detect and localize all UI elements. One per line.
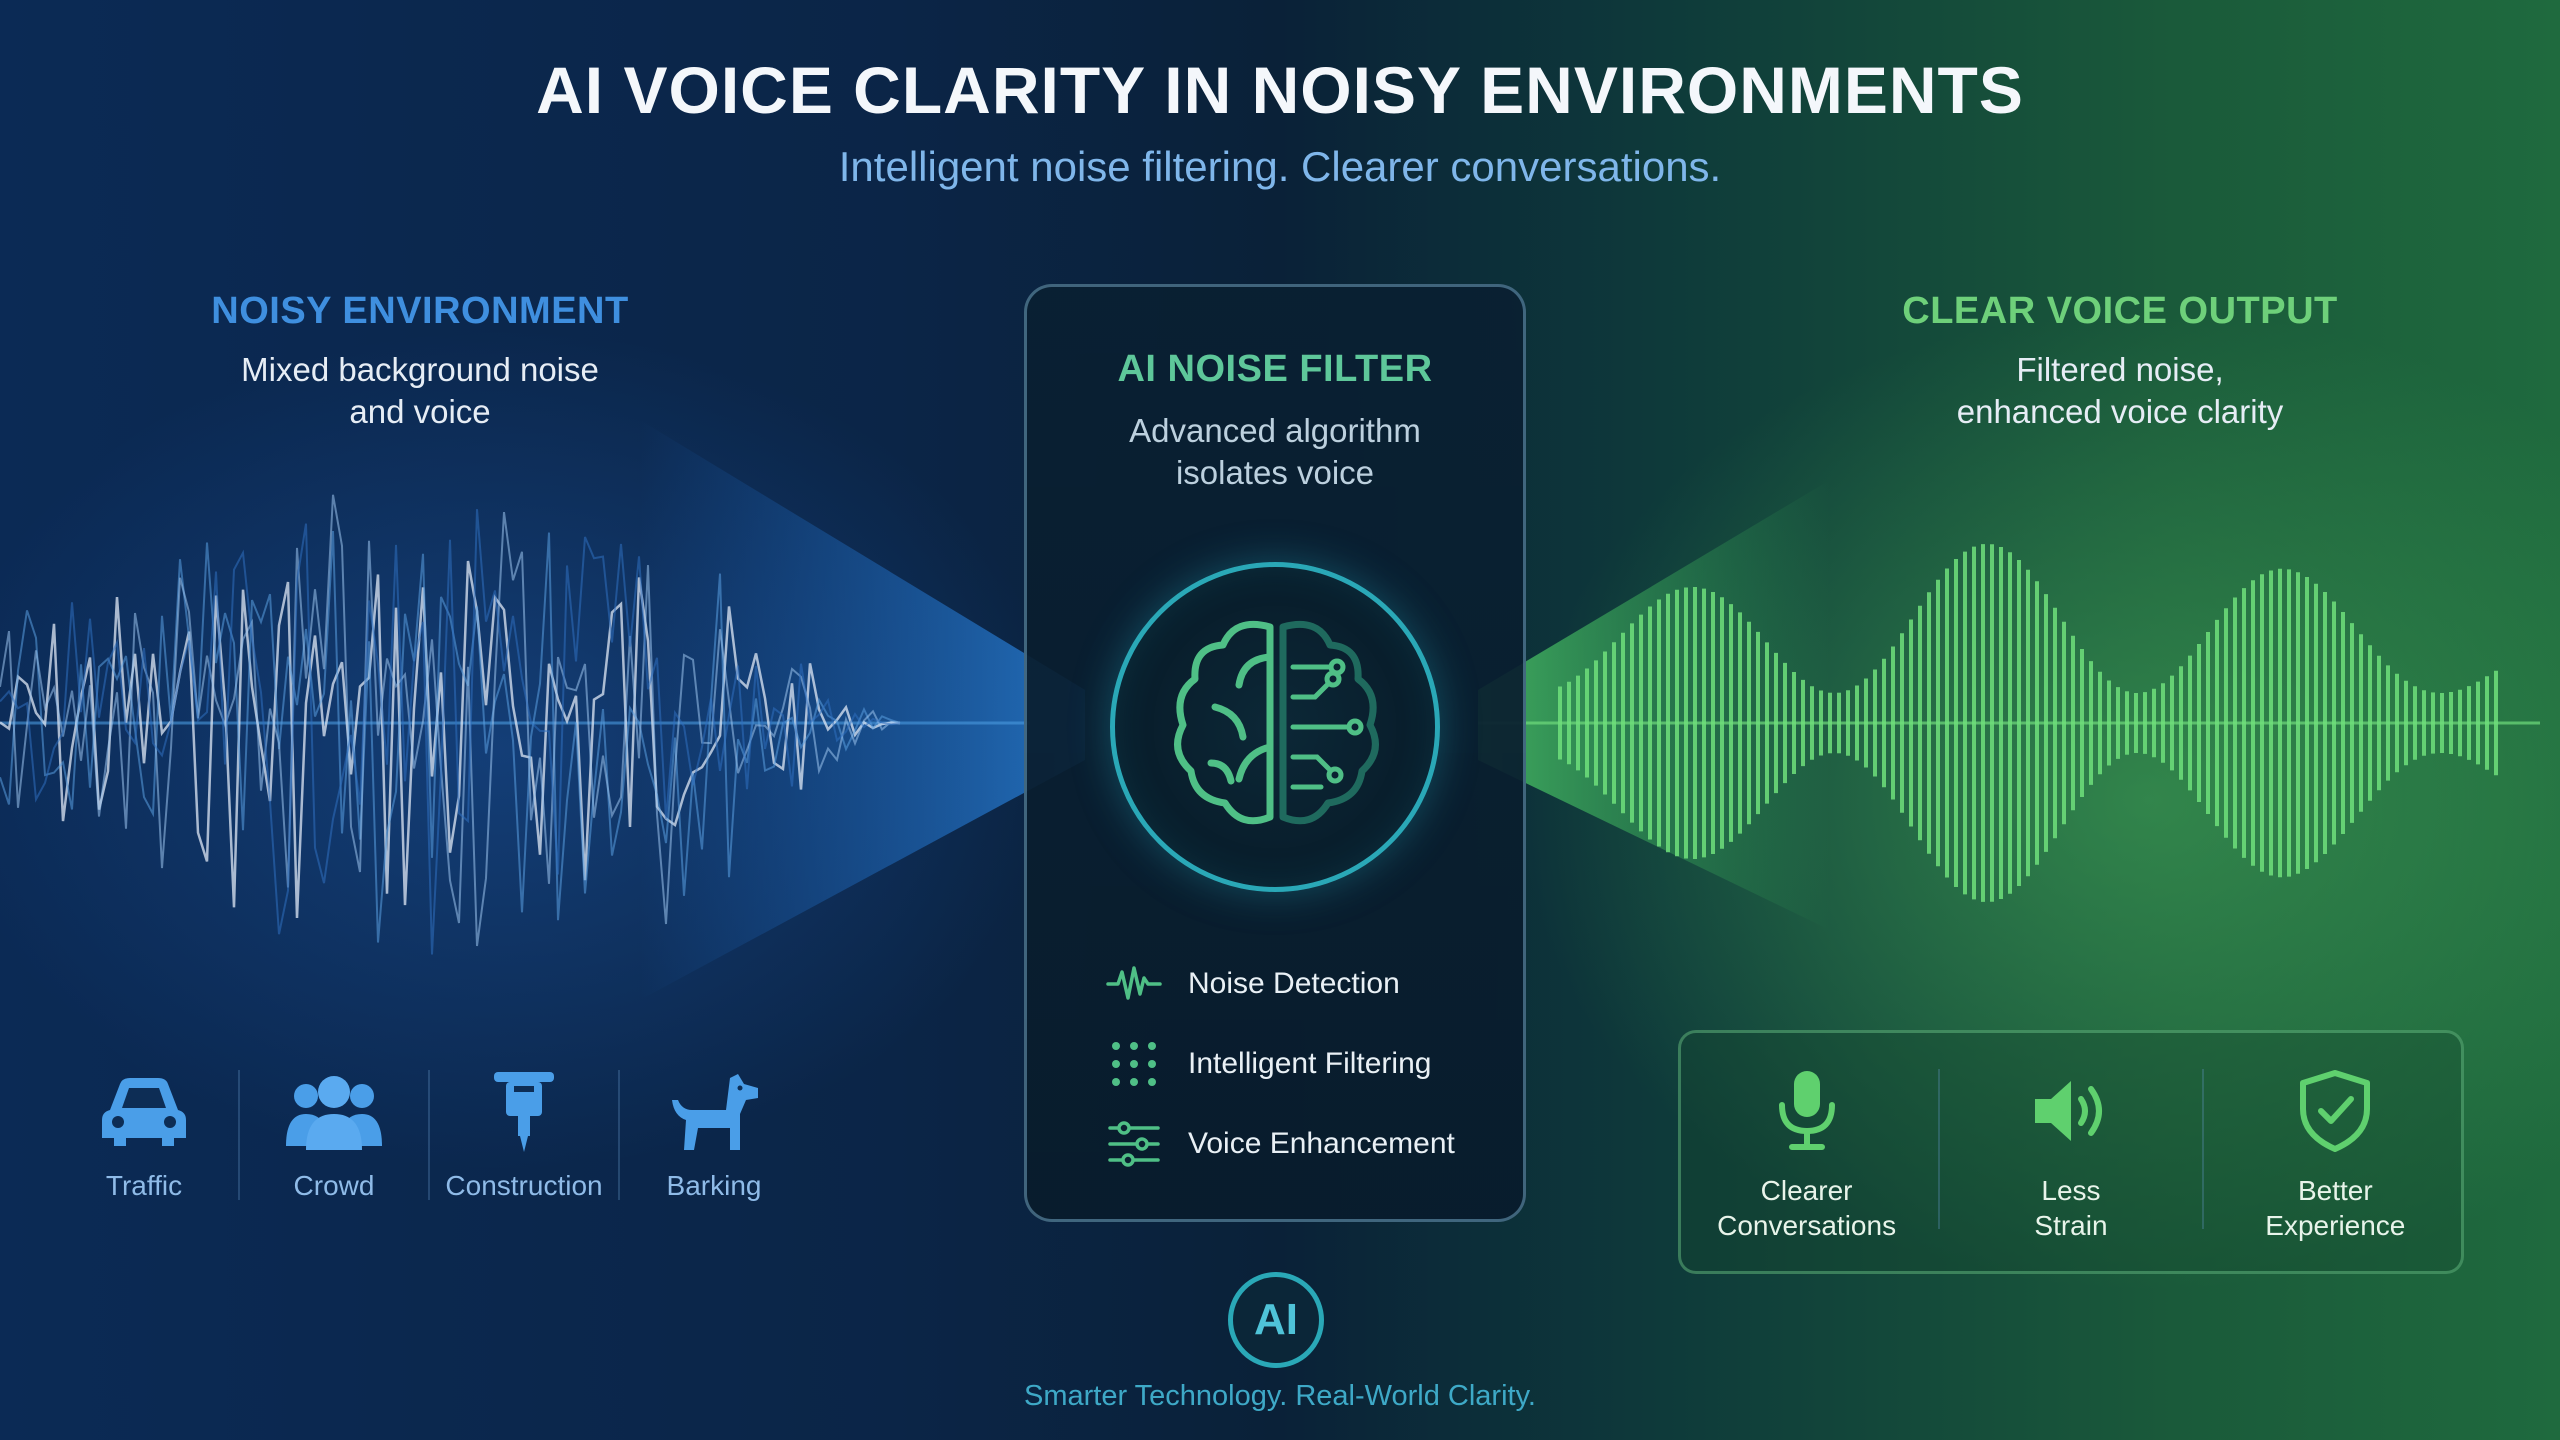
noisy-waveform [0,494,901,955]
benefit-label-line1: Clearer [1760,1175,1853,1206]
divider [238,1070,240,1200]
benefit-less-strain: Less Strain [1951,1069,2191,1243]
noise-beam [640,420,1085,1000]
shield-check-icon [2300,1070,2371,1152]
noisy-wave-line [0,560,901,919]
source-label-construction: Construction [445,1170,603,1201]
noisy-heading: NOISY ENVIRONMENT [211,290,629,332]
benefit-label-line2: Conversations [1717,1210,1897,1241]
clear-description-line1: Filtered noise, [2016,351,2224,388]
filter-description: Advanced algorithm isolates voice [1024,410,1526,494]
benefit-label: Clearer Conversations [1717,1173,1896,1243]
page-title: AI VOICE CLARITY IN NOISY ENVIRONMENTS [536,53,2024,127]
benefit-label: Less Strain [2034,1173,2107,1243]
benefit-better-experience: Better Experience [2215,1069,2455,1243]
microphone-icon [1778,1071,1835,1150]
clear-heading: CLEAR VOICE OUTPUT [1902,290,2338,332]
benefit-label: Better Experience [2265,1173,2405,1243]
source-label-barking: Barking [666,1170,762,1201]
divider [428,1070,430,1200]
benefit-label-line2: Strain [2034,1210,2108,1241]
benefit-label-line1: Less [2041,1175,2101,1206]
speaker-icon [2034,1081,2102,1141]
dots-grid-icon [1106,1036,1162,1092]
feature-label: Noise Detection [1188,967,1400,1000]
noisy-wave-line [0,509,901,955]
source-crowd: Crowd [234,1070,434,1202]
feature-noise-detection: Noise Detection [1106,954,1400,1014]
tagline: Smarter Technology. Real-World Clarity. [1024,1380,1536,1412]
feature-intelligent-filtering: Intelligent Filtering [1106,1034,1431,1094]
source-label-crowd: Crowd [293,1170,375,1201]
benefit-label-line1: Better [2297,1175,2373,1206]
feature-label: Intelligent Filtering [1188,1047,1432,1080]
page-subtitle: Intelligent noise filtering. Clearer con… [838,143,1722,190]
noisy-description: Mixed background noise and voice [150,349,690,433]
brain-ring [1110,562,1440,892]
filter-description-line1: Advanced algorithm [1129,412,1421,449]
brain-icon [1174,620,1379,825]
divider [1937,1069,1940,1229]
filter-description-line2: isolates voice [1175,454,1375,491]
source-traffic: Traffic [44,1070,244,1202]
crowd-icon [286,1076,382,1150]
sliders-icon [1106,1116,1162,1172]
filter-heading: AI NOISE FILTER [1117,348,1433,390]
benefit-clearer-conversations: Clearer Conversations [1687,1069,1927,1243]
car-icon [102,1078,186,1146]
divider [618,1070,620,1200]
dog-icon [672,1074,758,1150]
source-construction: Construction [424,1070,624,1202]
feature-voice-enhancement: Voice Enhancement [1106,1114,1455,1174]
noisy-description-line2: and voice [349,393,491,430]
divider [2202,1069,2205,1229]
clear-description-line2: enhanced voice clarity [1956,393,2284,430]
noisy-description-line1: Mixed background noise [241,351,599,388]
source-label-traffic: Traffic [105,1170,183,1201]
waveform-icon [1106,956,1162,1012]
source-barking: Barking [614,1070,814,1202]
clear-description: Filtered noise, enhanced voice clarity [1840,349,2400,433]
clear-waveform [1558,544,2498,902]
ai-badge: AI [1228,1272,1324,1368]
jackhammer-icon [494,1072,554,1152]
noise-sources: Traffic Crowd Construction Barking [44,1070,814,1202]
benefit-label-line2: Experience [2265,1210,2406,1241]
benefits-panel: Clearer Conversations Less Strain Bet [1678,1030,2464,1274]
feature-label: Voice Enhancement [1188,1127,1455,1160]
